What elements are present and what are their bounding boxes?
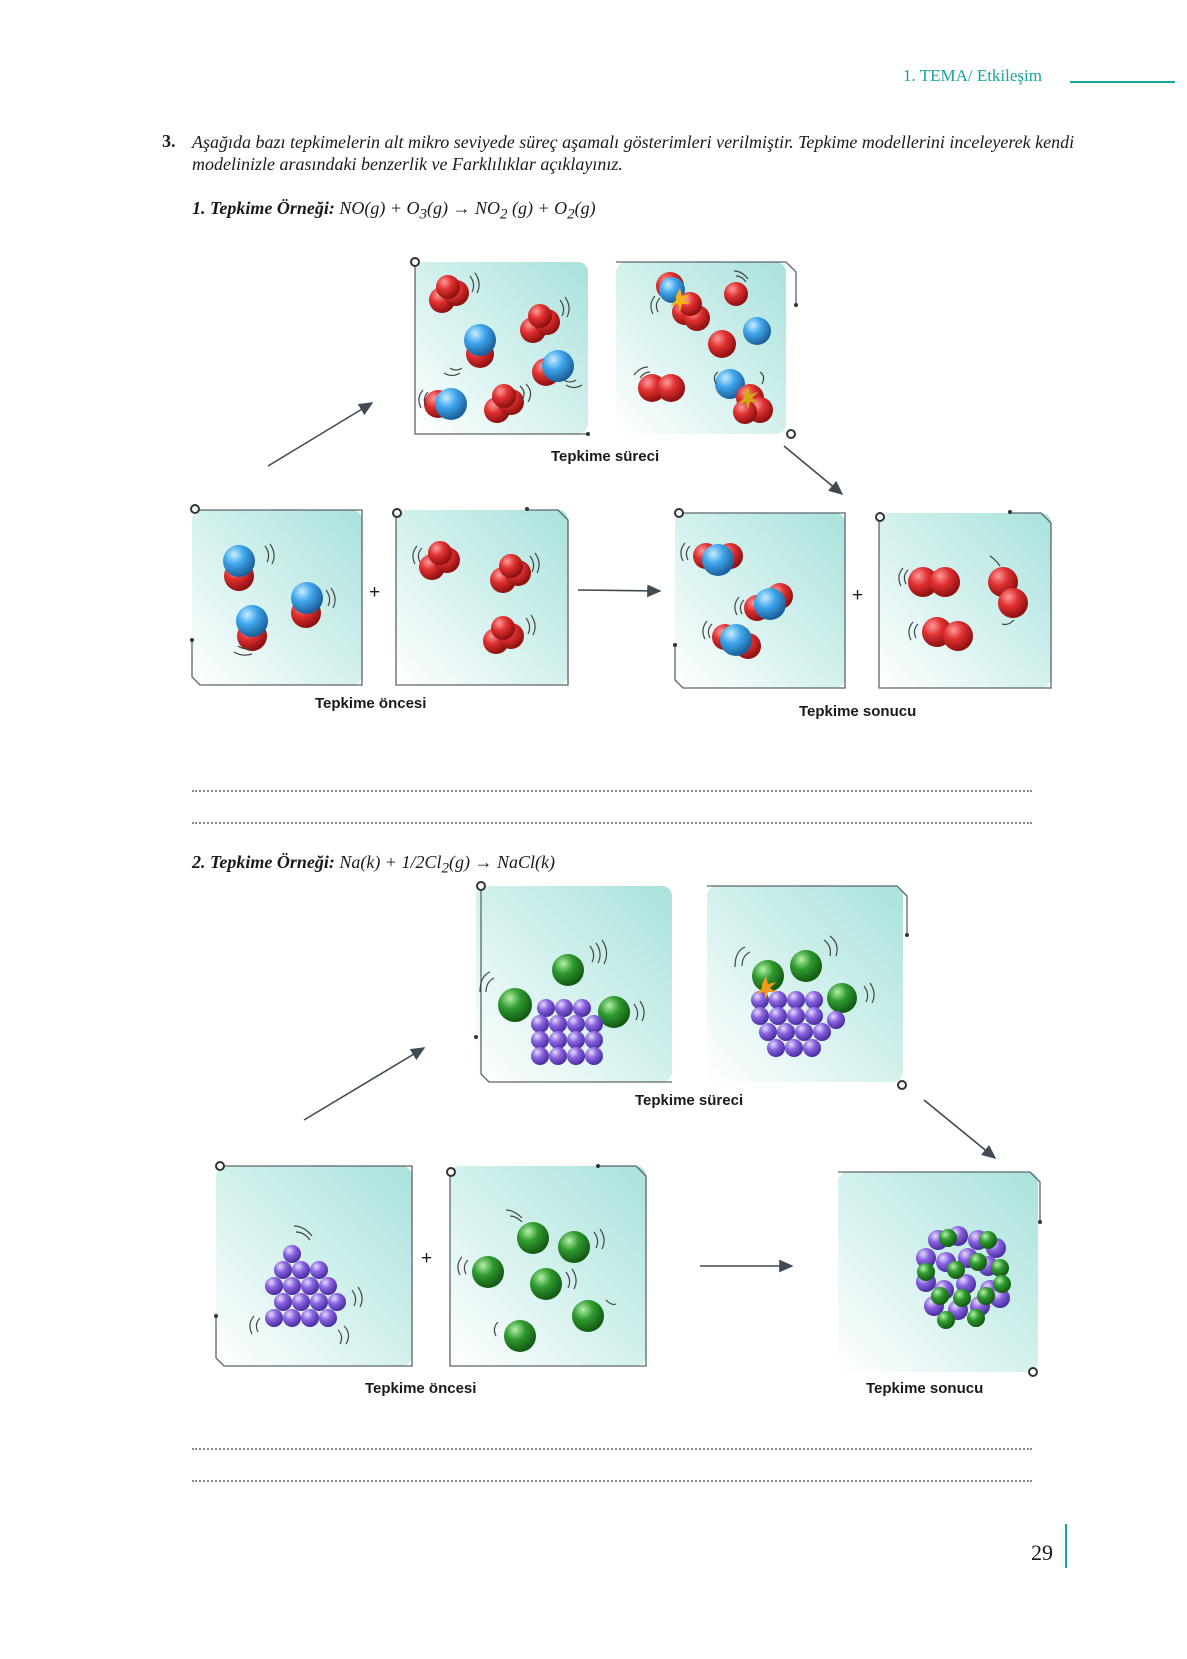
header-rule [1070,81,1175,83]
example2-equation: Na(k) + 1/2Cl2(g) → NaCl(k) [339,852,555,877]
ex2-caption-before: Tepkime öncesi [365,1380,477,1397]
ex1-before-box-1 [190,504,363,686]
ex2-before2-atoms [472,1222,604,1352]
example2-label: 2. Tepkime Örneği: [192,852,335,872]
ex1-arrow-reaction [577,584,662,598]
ex2-arrow-to-process [303,1047,426,1121]
page-number-rule [1065,1524,1067,1568]
ex1-before2-molecules [419,541,531,654]
ex1-plus-before: + [369,582,381,603]
ex2-plus-before: + [421,1248,433,1269]
chapter-header: 1. TEMA/ Etkileşim [903,66,1042,85]
ex2-process2-atoms [751,950,857,1057]
page-number: 29 [1031,1540,1053,1565]
ex2-process-box-2 [707,885,909,1090]
ex2-after-box [838,1171,1042,1377]
ex1-after2-molecules [908,567,1028,651]
ex2-caption-process: Tepkime süreci [635,1092,744,1109]
ex2-motion-lines [249,935,875,1345]
ex2-process1-atoms [498,954,630,1065]
ex1-process2-molecules [638,272,773,424]
ex1-caption-after: Tepkime sonucu [799,703,917,720]
answer-line-2[interactable] [192,822,1032,824]
answer-line-3[interactable] [192,1448,1032,1450]
example1-title: 1. Tepkime Örneği: NO(g) + O3(g) → NO2 (… [192,198,596,224]
ex1-before1-molecules [223,545,323,651]
ex1-after-box-2 [875,510,1052,689]
question-text: Aşağıda bazı tepkimelerin alt mikro sevi… [192,132,1075,174]
ex1-caption-process: Tepkime süreci [551,448,660,465]
answer-line-1[interactable] [192,790,1032,792]
ex1-arrow-to-process [267,402,374,467]
example2-title: 2. Tepkime Örneği: Na(k) + 1/2Cl2(g) → N… [192,852,555,878]
question-number: 3. [162,131,176,151]
ex1-process1-molecules [424,275,574,423]
ex2-caption-after: Tepkime sonucu [866,1380,984,1397]
example1-equation: NO(g) + O3(g) → NO2 (g) + O2(g) [339,198,596,223]
ex2-before1-atoms [265,1245,346,1327]
ex1-plus-after: + [852,585,864,606]
ex1-before-box-2 [392,507,569,686]
ex1-caption-before: Tepkime öncesi [315,695,427,712]
ex1-arrow-to-result [783,445,844,496]
ex2-after-atoms [916,1226,1011,1329]
ex2-arrow-to-result [923,1099,997,1160]
ex1-after1-molecules [693,543,793,659]
ex1-motion-lines [233,270,1015,656]
answer-line-4[interactable] [192,1480,1032,1482]
example1-label: 1. Tepkime Örneği: [192,198,335,218]
